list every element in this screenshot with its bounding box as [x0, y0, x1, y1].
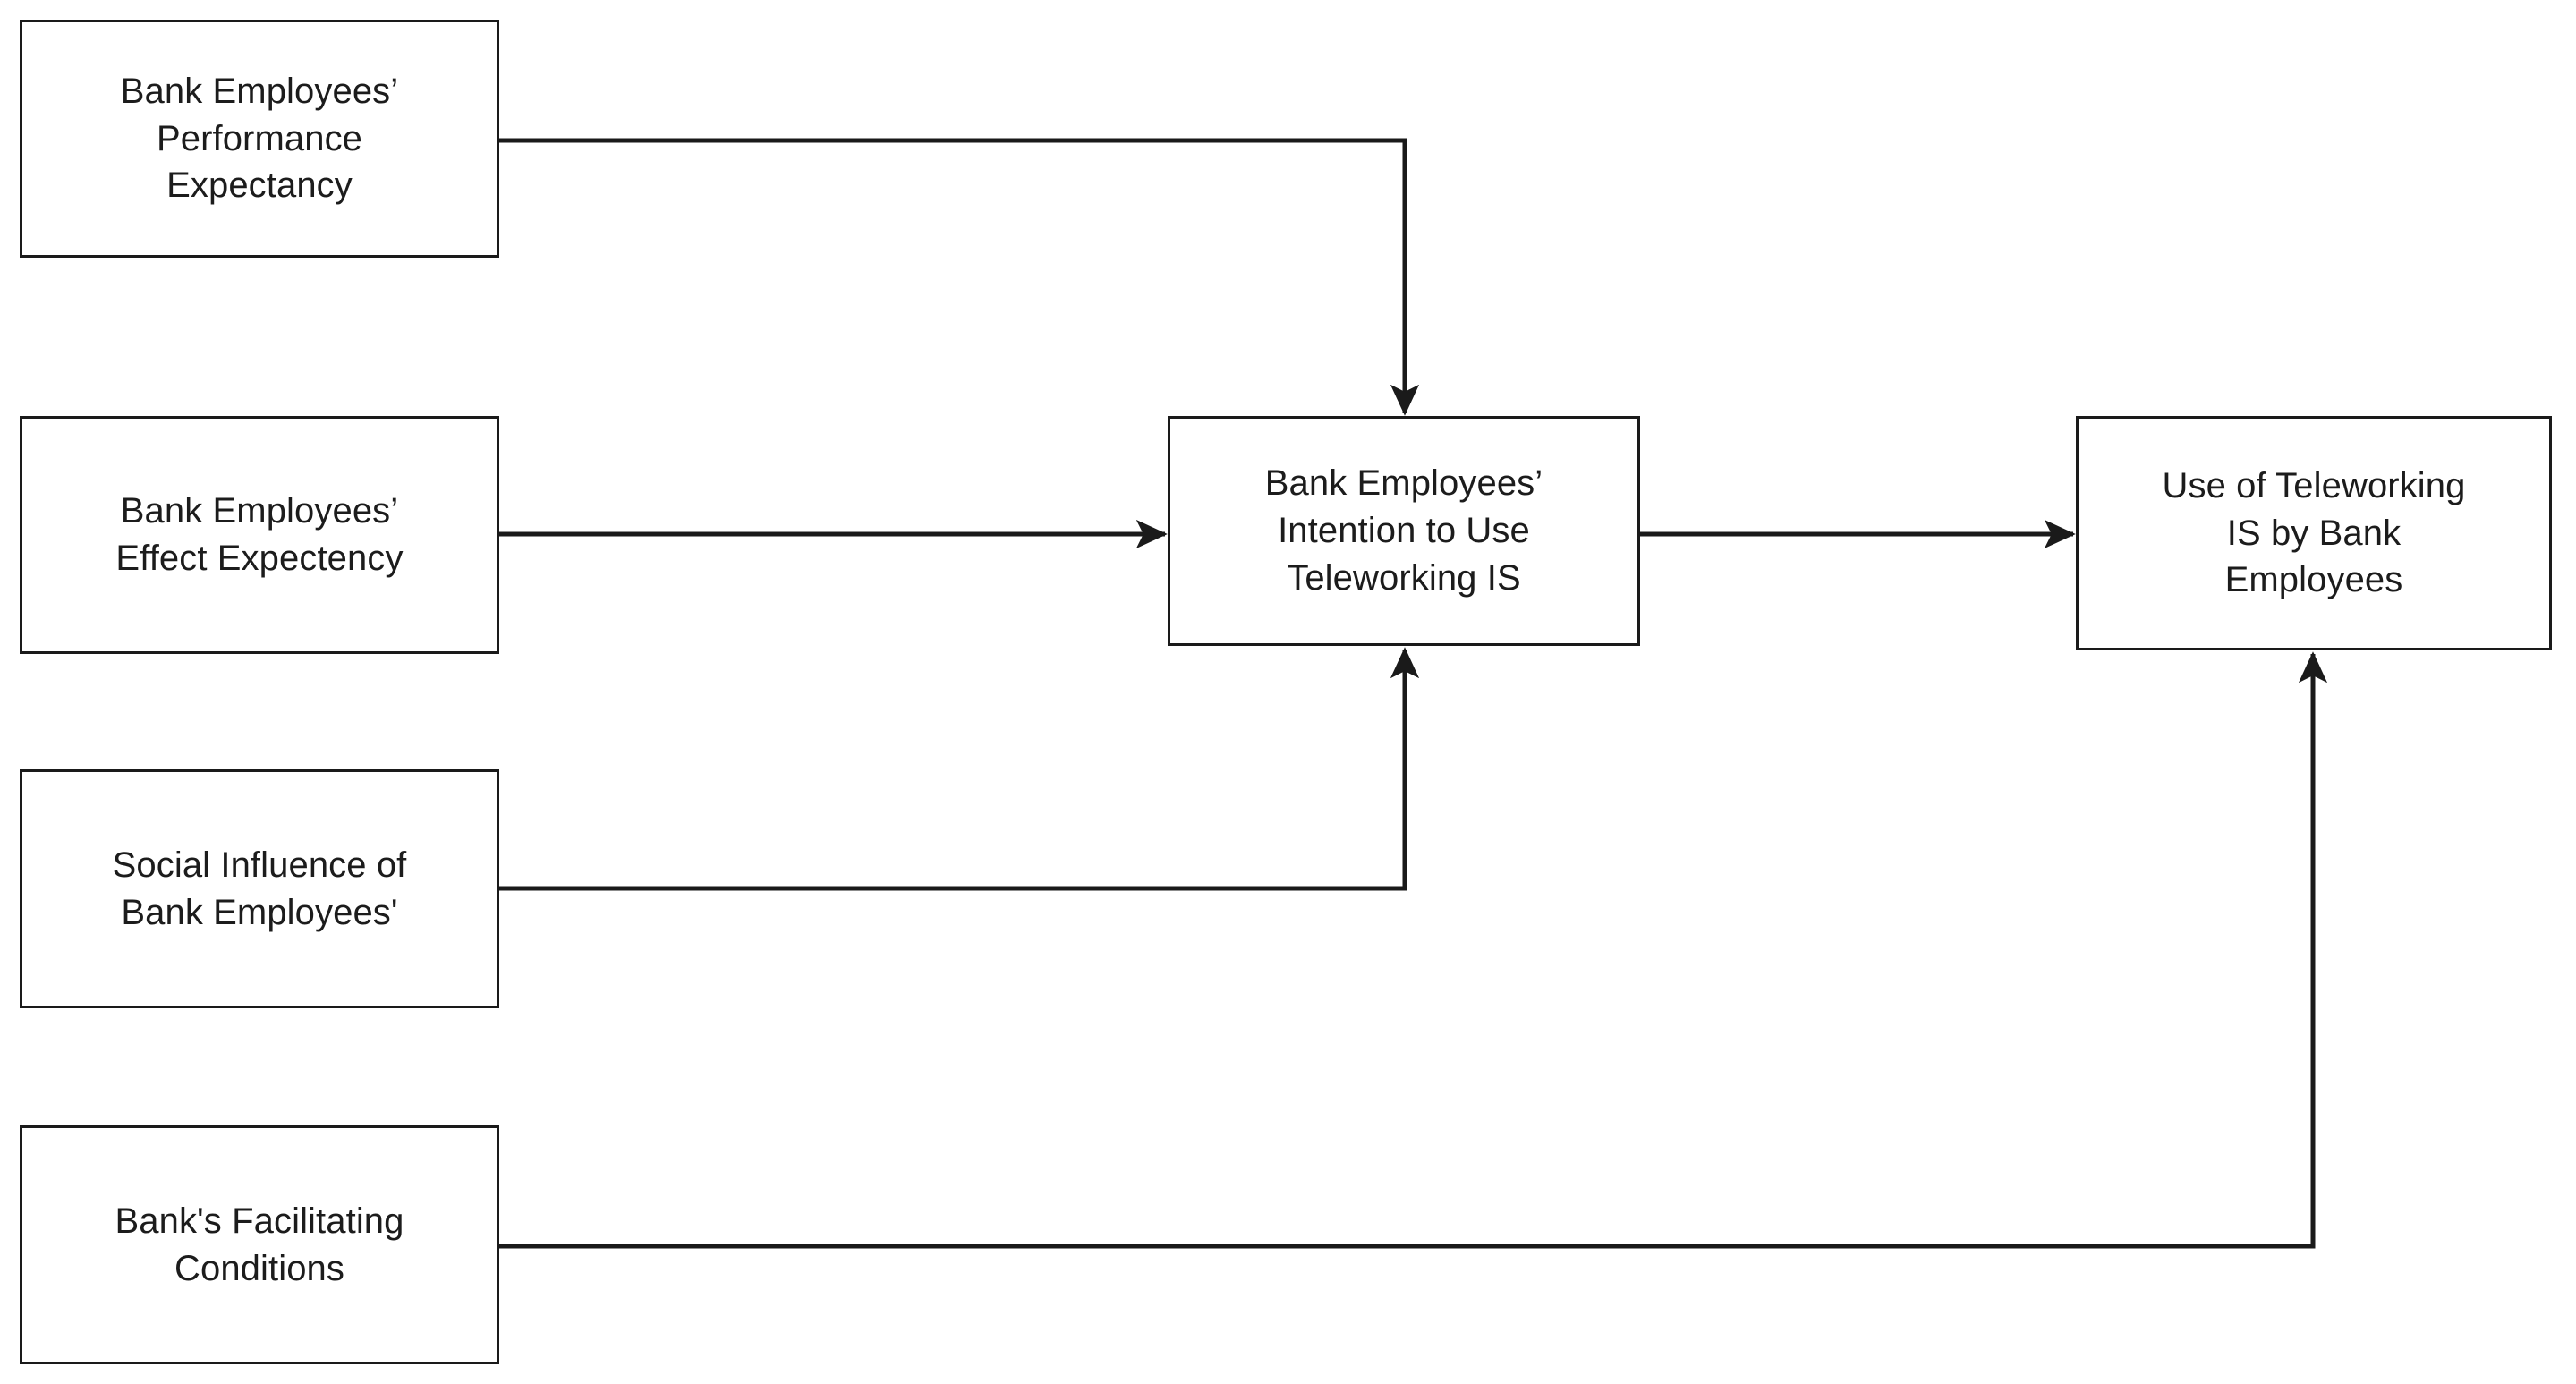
node-social-influence[interactable]: Social Influence of Bank Employees': [20, 769, 499, 1008]
edge-social-to-intention: [499, 647, 1420, 891]
node-facilitating-conditions[interactable]: Bank's Facilitating Conditions: [20, 1125, 499, 1364]
edge-performance-to-intention: [499, 138, 1420, 416]
node-label: Bank Employees’ Intention to Use Telewor…: [1264, 463, 1543, 598]
edge-facilitating-to-use: [499, 651, 2328, 1249]
node-label: Bank Employees’ Performance Expectancy: [120, 71, 399, 206]
node-use-of-teleworking-is[interactable]: Use of Teleworking IS by Bank Employees: [2076, 416, 2552, 650]
node-label: Social Influence of Bank Employees': [112, 845, 407, 932]
node-label: Use of Teleworking IS by Bank Employees: [2162, 465, 2466, 600]
node-performance-expectancy[interactable]: Bank Employees’ Performance Expectancy: [20, 20, 499, 258]
node-label: Bank's Facilitating Conditions: [115, 1201, 404, 1288]
node-effect-expectancy[interactable]: Bank Employees’ Effect Expectency: [20, 416, 499, 654]
node-intention-to-use-teleworking-is[interactable]: Bank Employees’ Intention to Use Telewor…: [1168, 416, 1640, 646]
node-label: Bank Employees’ Effect Expectency: [115, 491, 404, 578]
